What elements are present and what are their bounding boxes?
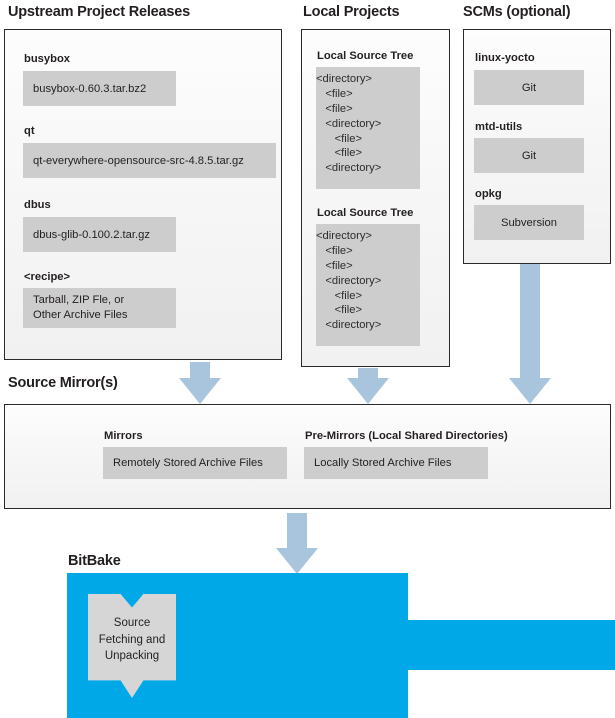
pre-mirrors-label: Pre-Mirrors (Local Shared Directories) [305,430,508,442]
scm-entry-label-linux-yocto: linux-yocto [475,52,535,64]
scm-value-text-mtd-utils: Git [521,149,537,162]
mirrors-value-box: Remotely Stored Archive Files [103,447,287,479]
tree-line: <file> [316,147,363,160]
local-source-tree-label-1: Local Source Tree [317,50,414,62]
upstream-entry-value-qt: qt-everywhere-opensource-src-4.8.5.tar.g… [23,143,276,178]
tree-line: <file> [316,87,353,100]
mirrors-value-text: Remotely Stored Archive Files [113,457,263,469]
arrow-local-projects-to-source-mirror [346,368,390,404]
task-line-1: Source [113,616,151,629]
down-arrow-icon [347,378,389,404]
arrow-upstream-to-source-mirror [178,362,222,404]
down-arrow-icon [179,378,221,404]
pre-mirrors-value-box: Locally Stored Archive Files [304,447,488,479]
scm-value-text-opkg: Subversion [501,216,557,229]
tree-line: <file> [316,259,353,272]
upstream-value-text-recipe-line1: Tarball, ZIP Fle, or [33,293,125,306]
local-source-tree-box-2: <directory> <file> <file> <directory> <f… [316,224,420,346]
upstream-value-text-qt: qt-everywhere-opensource-src-4.8.5.tar.g… [33,154,244,167]
tree-line: <file> [316,102,353,115]
scm-entry-label-opkg: opkg [475,188,502,200]
tree-line: <directory> [316,162,382,175]
scm-entry-value-mtd-utils: Git [474,138,584,173]
task-line-3: Unpacking [104,650,160,663]
upstream-entry-value-busybox: busybox-0.60.3.tar.bz2 [23,71,176,106]
upstream-entry-label-qt: qt [24,125,35,137]
arrow-shaft [358,368,378,380]
down-arrow-icon [276,548,318,574]
scm-entry-value-linux-yocto: Git [474,70,584,105]
scm-entry-value-opkg: Subversion [474,205,584,240]
local-source-tree-label-2: Local Source Tree [317,207,414,219]
tree-line: <file> [316,132,363,145]
down-arrow-icon [509,378,551,404]
upstream-entry-label-dbus: dbus [24,199,51,211]
arrow-scms-to-source-mirror [508,264,552,404]
tree-line: <file> [316,304,363,317]
upstream-entry-value-dbus: dbus-glib-0.100.2.tar.gz [23,217,176,252]
scm-value-text-linux-yocto: Git [521,81,537,94]
upstream-value-text-dbus: dbus-glib-0.100.2.tar.gz [33,228,150,241]
upstream-value-text-busybox: busybox-0.60.3.tar.bz2 [33,82,147,95]
upstream-project-releases-title: Upstream Project Releases [8,4,190,20]
tree-line: <directory> [316,117,382,130]
tree-line: <directory> [316,319,382,332]
source-mirrors-title: Source Mirror(s) [8,375,118,391]
local-projects-title: Local Projects [303,4,400,20]
tree-line: <directory> [316,230,372,242]
tree-line: <directory> [316,274,382,287]
upstream-entry-value-recipe: Tarball, ZIP Fle, or Other Archive Files [23,288,176,328]
arrow-shaft [287,513,307,550]
scm-entry-label-mtd-utils: mtd-utils [475,121,523,133]
arrow-shaft [520,264,540,380]
arrow-source-mirror-to-bitbake [275,513,319,574]
bitbake-title: BitBake [68,553,121,569]
upstream-entry-label-recipe: <recipe> [24,271,71,283]
tree-line: <file> [316,244,353,257]
task-line-2: Fetching and [98,633,166,646]
upstream-value-text-recipe-line2: Other Archive Files [33,309,128,321]
scms-title: SCMs (optional) [463,4,571,20]
pre-mirrors-value-text: Locally Stored Archive Files [314,457,452,469]
mirrors-label: Mirrors [104,430,143,442]
arrow-shaft [190,362,210,380]
upstream-entry-label-busybox: busybox [24,53,71,65]
tree-line: <file> [316,289,363,302]
tree-line: <directory> [316,73,372,85]
bitbake-block-arm [405,620,615,670]
local-source-tree-box-1: <directory> <file> <file> <directory> <f… [316,67,420,189]
